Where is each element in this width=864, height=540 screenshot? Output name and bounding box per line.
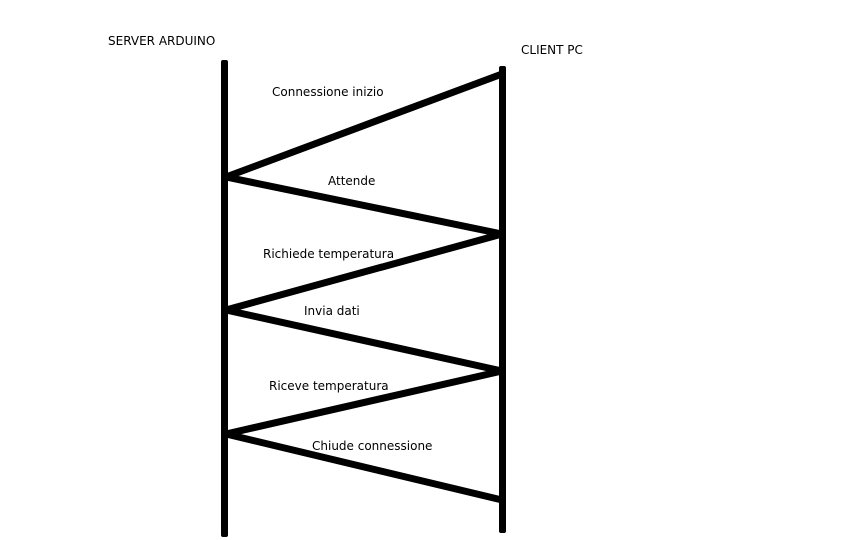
message-line-chiude-connessione — [222, 430, 506, 504]
message-label-connessione-inizio: Connessione inizio — [272, 85, 384, 99]
participant-client-label: CLIENT PC — [521, 43, 583, 57]
message-label-attende: Attende — [328, 174, 376, 188]
message-line-riceve-temperatura — [222, 367, 506, 438]
message-line-connessione-inizio — [222, 70, 506, 181]
server-lifeline — [221, 60, 228, 537]
participant-server-label: SERVER ARDUINO — [108, 34, 216, 48]
message-line-richiede-temperatura — [222, 230, 506, 314]
client-lifeline — [499, 66, 506, 533]
message-line-attende — [222, 173, 506, 238]
message-label-invia-dati: Invia dati — [304, 304, 360, 318]
message-label-richiede-temperatura: Richiede temperatura — [263, 247, 395, 261]
message-label-chiude-connessione: Chiude connessione — [312, 439, 433, 453]
message-label-riceve-temperatura: Riceve temperatura — [269, 379, 389, 393]
message-line-invia-dati — [222, 306, 506, 375]
